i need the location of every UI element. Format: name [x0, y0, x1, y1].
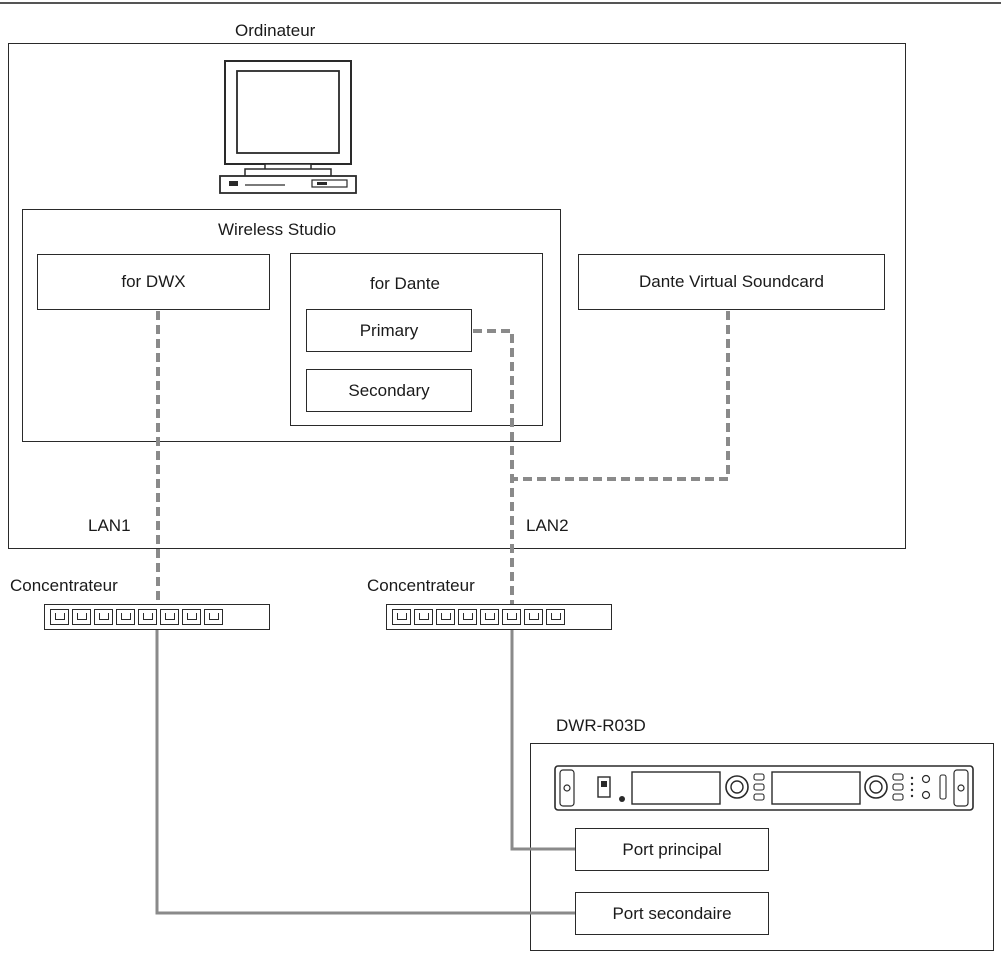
primary-label: Primary — [359, 320, 419, 340]
hub-port-icon — [94, 609, 113, 625]
secondary-box: Secondary — [306, 369, 472, 412]
hub-port-icon — [436, 609, 455, 625]
hub1-to-port-secondaire-cable — [155, 630, 575, 915]
for-dwx-box: for DWX — [37, 254, 270, 310]
hub-port-icon — [414, 609, 433, 625]
hub-port-icon — [160, 609, 179, 625]
hub2-label: Concentrateur — [367, 576, 475, 595]
hub-port-icon — [546, 609, 565, 625]
hub-port-icon — [458, 609, 477, 625]
lan2-label: LAN2 — [526, 516, 569, 535]
hub1-switch — [44, 604, 270, 630]
hub-port-icon — [392, 609, 411, 625]
receiver-model-label: DWR-R03D — [556, 716, 646, 735]
computer-title: Ordinateur — [235, 21, 316, 40]
hub-port-icon — [182, 609, 201, 625]
hub-port-icon — [138, 609, 157, 625]
port-secondaire-box: Port secondaire — [575, 892, 769, 935]
hub-port-icon — [72, 609, 91, 625]
hub-port-icon — [50, 609, 69, 625]
hub-port-icon — [524, 609, 543, 625]
receiver-device-icon — [554, 765, 974, 811]
hub-port-icon — [116, 609, 135, 625]
hub-port-icon — [480, 609, 499, 625]
hub2-switch — [386, 604, 612, 630]
dante-virtual-soundcard-label: Dante Virtual Soundcard — [639, 272, 824, 291]
for-dwx-label: for DWX — [121, 272, 186, 291]
wireless-studio-title: Wireless Studio — [218, 220, 337, 239]
hub-port-icon — [502, 609, 521, 625]
port-principal-label: Port principal — [622, 839, 722, 859]
hub1-label: Concentrateur — [10, 576, 118, 595]
port-principal-box: Port principal — [575, 828, 769, 871]
secondary-label: Secondary — [348, 380, 430, 400]
top-rule — [0, 2, 1001, 4]
hub-port-icon — [204, 609, 223, 625]
dante-virtual-soundcard-box: Dante Virtual Soundcard — [578, 254, 885, 310]
for-dante-title: for Dante — [370, 274, 440, 293]
port-secondaire-label: Port secondaire — [612, 903, 732, 923]
computer-icon — [219, 60, 357, 194]
lan1-label: LAN1 — [88, 516, 131, 535]
primary-box: Primary — [306, 309, 472, 352]
